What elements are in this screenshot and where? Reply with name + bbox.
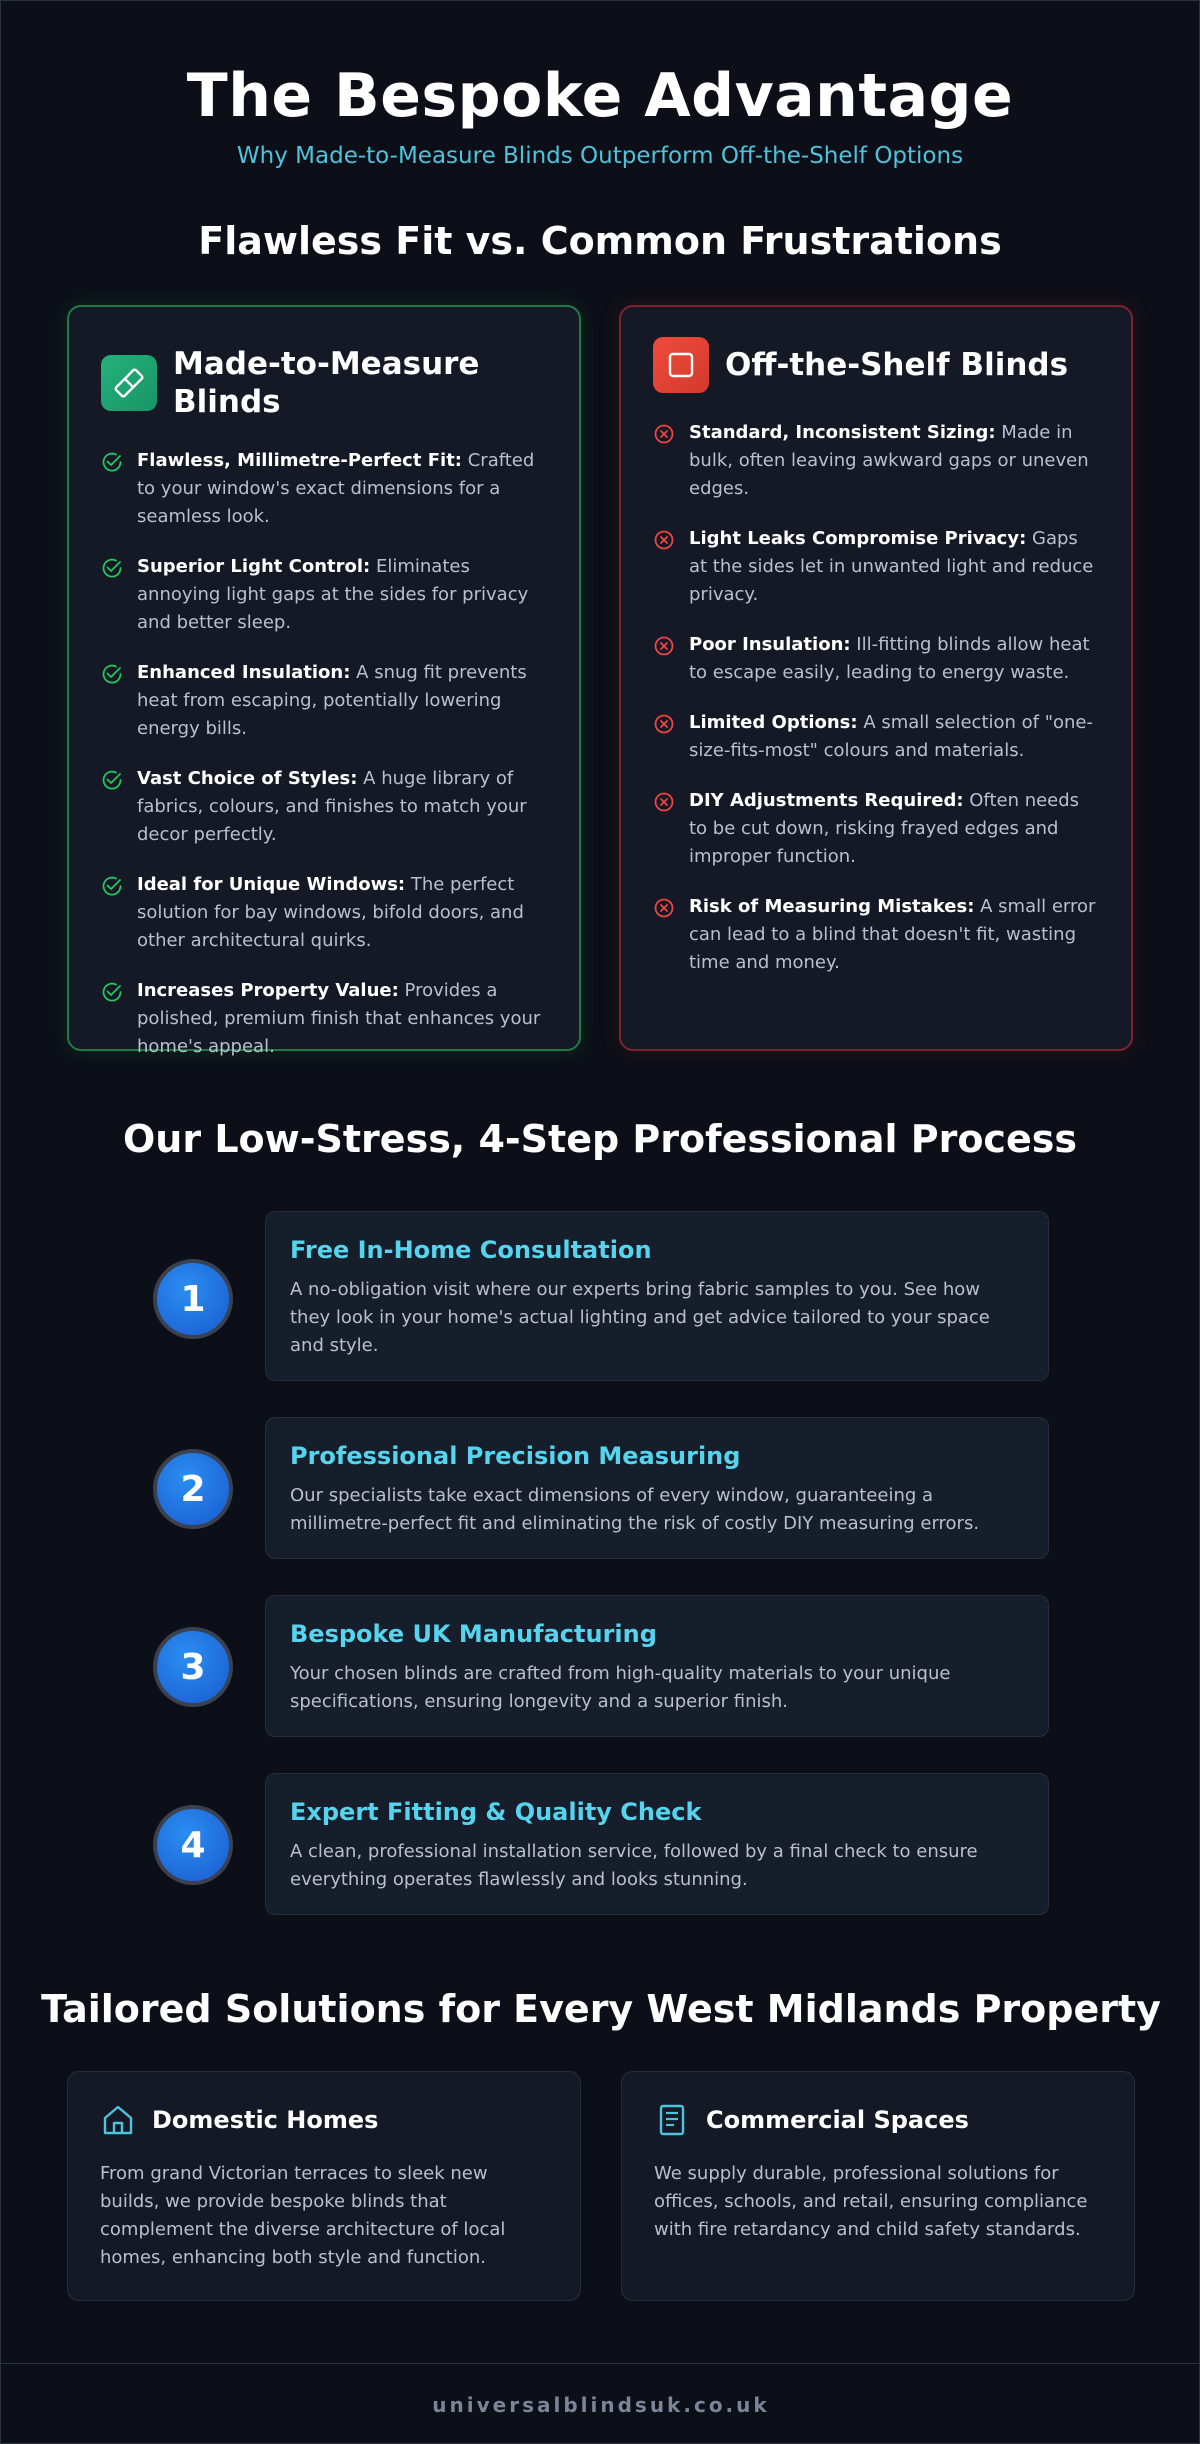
list-item: Risk of Measuring Mistakes: A small erro… <box>653 893 1099 977</box>
check-circle-icon <box>101 765 137 849</box>
made-to-measure-card: Made-to-Measure Blinds Flawless, Millime… <box>67 305 581 1057</box>
item-text: A snug fit prevents heat from escaping, … <box>137 662 527 739</box>
item-label: Enhanced Insulation: <box>137 662 351 683</box>
item-text: The perfect solution for bay windows, bi… <box>137 874 524 951</box>
list-item: Light Leaks Compromise Privacy: Gaps at … <box>653 525 1099 609</box>
check-circle-icon <box>101 977 137 1061</box>
list-item: Enhanced Insulation: A snug fit prevents… <box>101 659 547 743</box>
solutions-heading: Tailored Solutions for Every West Midlan… <box>41 1987 1161 2031</box>
footer: universalblindsuk.co.uk <box>1 2363 1200 2444</box>
check-circle-icon <box>101 871 137 955</box>
item-text: Gaps at the sides let in unwanted light … <box>689 528 1094 605</box>
ruler-icon <box>101 355 157 411</box>
item-text: Ill-fitting blinds allow heat to escape … <box>689 634 1090 683</box>
solution-title: Domestic Homes <box>152 2106 379 2134</box>
item-label: Limited Options: <box>689 712 858 733</box>
step-description: A clean, professional installation servi… <box>290 1841 978 1890</box>
card-title: Off-the-Shelf Blinds <box>725 347 1069 383</box>
solution-description: We supply durable, professional solution… <box>654 2163 1088 2240</box>
document-icon <box>659 2104 685 2136</box>
process-step: 1 Free In-Home Consultation A no-obligatio… <box>1 1211 1200 1385</box>
item-label: Increases Property Value: <box>137 980 399 1001</box>
item-label: Light Leaks Compromise Privacy: <box>689 528 1027 549</box>
list-item: Standard, Inconsistent Sizing: Made in b… <box>653 419 1099 503</box>
solution-card-domestic: Domestic Homes From grand Victorian terr… <box>67 2071 581 2301</box>
item-label: Ideal for Unique Windows: <box>137 874 406 895</box>
header: The Bespoke Advantage Why Made-to-Measur… <box>1 1 1199 169</box>
card-header: Off-the-Shelf Blinds <box>653 337 1099 393</box>
item-text: Made in bulk, often leaving awkward gaps… <box>689 422 1089 499</box>
item-label: Flawless, Millimetre-Perfect Fit: <box>137 450 462 471</box>
item-label: Standard, Inconsistent Sizing: <box>689 422 996 443</box>
x-circle-icon <box>653 631 689 687</box>
solution-title: Commercial Spaces <box>706 2106 969 2134</box>
check-circle-icon <box>101 447 137 531</box>
x-circle-icon <box>653 525 689 609</box>
step-title: Expert Fitting & Quality Check <box>290 1798 702 1826</box>
x-circle-icon <box>653 709 689 765</box>
footer-domain-link[interactable]: universalblindsuk.co.uk <box>432 2392 770 2417</box>
page-title: The Bespoke Advantage <box>186 61 1014 131</box>
x-circle-icon <box>653 893 689 977</box>
card-header: Made-to-Measure Blinds <box>101 345 547 421</box>
step-title: Professional Precision Measuring <box>290 1442 741 1470</box>
item-text: Often needs to be cut down, risking fray… <box>689 790 1080 867</box>
step-title: Free In-Home Consultation <box>290 1236 652 1264</box>
house-icon <box>103 2105 133 2135</box>
item-text: A small error can lead to a blind that d… <box>689 896 1096 973</box>
step-title: Bespoke UK Manufacturing <box>290 1620 657 1648</box>
step-description: Your chosen blinds are crafted from high… <box>290 1663 951 1712</box>
item-label: Risk of Measuring Mistakes: <box>689 896 975 917</box>
list-item: Vast Choice of Styles: A huge library of… <box>101 765 547 849</box>
comparison-section: Made-to-Measure Blinds Flawless, Millime… <box>67 305 1133 1057</box>
comparison-heading: Flawless Fit vs. Common Frustrations <box>198 219 1002 263</box>
x-circle-icon <box>653 787 689 871</box>
check-circle-icon <box>101 659 137 743</box>
item-label: Vast Choice of Styles: <box>137 768 358 789</box>
item-text: Provides a polished, premium finish that… <box>137 980 541 1057</box>
step-number-badge: 3 <box>153 1627 233 1707</box>
list-item: Limited Options: A small selection of "o… <box>653 709 1099 765</box>
step-card: Free In-Home Consultation A no-obligation… <box>265 1211 1049 1381</box>
list-item: Ideal for Unique Windows: The perfect so… <box>101 871 547 955</box>
list-item: Flawless, Millimetre-Perfect Fit: Crafte… <box>101 447 547 531</box>
list-item: Poor Insulation: Ill-fitting blinds allo… <box>653 631 1099 687</box>
card-title: Made-to-Measure Blinds <box>173 346 480 420</box>
item-text: Eliminates annoying light gaps at the si… <box>137 556 529 633</box>
benefits-list: Flawless, Millimetre-Perfect Fit: Crafte… <box>101 447 547 1061</box>
step-description: Our specialists take exact dimensions of… <box>290 1485 980 1534</box>
step-number-badge: 2 <box>153 1449 233 1529</box>
off-the-shelf-card: Off-the-Shelf Blinds Standard, Inconsist… <box>619 305 1133 1051</box>
step-number-badge: 4 <box>153 1805 233 1885</box>
drawbacks-list: Standard, Inconsistent Sizing: Made in b… <box>653 419 1099 977</box>
item-label: Poor Insulation: <box>689 634 851 655</box>
solutions-section: Domestic Homes From grand Victorian terr… <box>67 2071 1135 2301</box>
item-label: Superior Light Control: <box>137 556 371 577</box>
item-label: DIY Adjustments Required: <box>689 790 964 811</box>
list-item: DIY Adjustments Required: Often needs to… <box>653 787 1099 871</box>
list-item: Superior Light Control: Eliminates annoy… <box>101 553 547 637</box>
item-text: A huge library of fabrics, colours, and … <box>137 768 527 845</box>
process-steps: 1 Free In-Home Consultation A no-obligatio… <box>1 1211 1199 1971</box>
process-heading: Our Low-Stress, 4-Step Professional Proc… <box>123 1117 1077 1161</box>
step-card: Expert Fitting & Quality Check A clean, p… <box>265 1773 1049 1915</box>
item-text: Crafted to your window's exact dimension… <box>137 450 535 527</box>
process-step: 4 Expert Fitting & Quality Check A clean, … <box>1 1773 1200 1947</box>
x-circle-icon <box>653 419 689 503</box>
step-number-badge: 1 <box>153 1259 233 1339</box>
solution-description: From grand Victorian terraces to sleek n… <box>100 2163 506 2268</box>
item-text: A small selection of "one-size-fits-most… <box>689 712 1093 761</box>
square-icon <box>653 337 709 393</box>
check-circle-icon <box>101 553 137 637</box>
page-subtitle: Why Made-to-Measure Blinds Outperform Of… <box>236 143 964 169</box>
step-description: A no-obligation visit where our experts … <box>290 1279 990 1356</box>
solution-card-commercial: Commercial Spaces We supply durable, pro… <box>621 2071 1135 2301</box>
list-item: Increases Property Value: Provides a pol… <box>101 977 547 1061</box>
